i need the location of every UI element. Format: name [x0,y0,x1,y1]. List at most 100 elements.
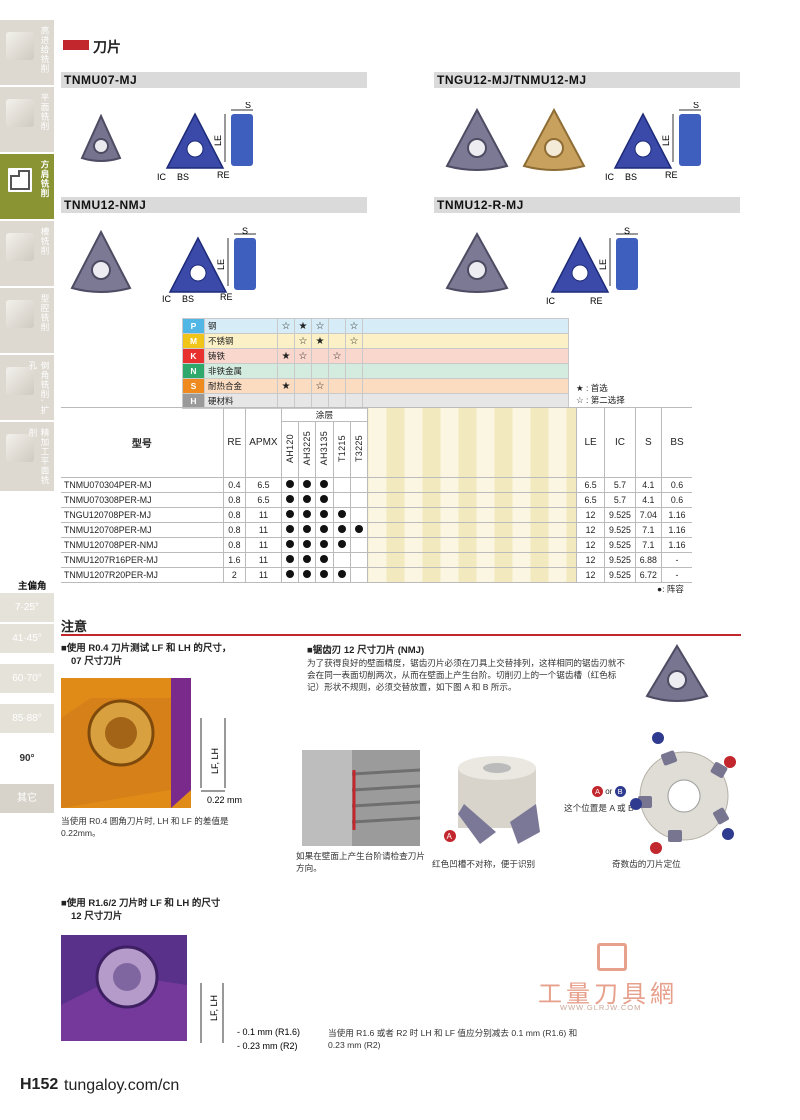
cell-le: 12 [575,537,606,553]
insert-photo-tnmu07 [80,114,122,162]
cell-le: 12 [575,567,606,583]
tab-thumb-icon [6,99,34,127]
badge-a: A [592,786,603,797]
material-code: P [182,318,205,334]
cell-spacer [367,492,577,508]
cutter-caption: 红色凹槽不对称，便于识别 [432,859,536,869]
tab-high-feed[interactable]: 高进给铣削 [0,20,54,86]
odd-teeth-figure [630,732,736,854]
r04-title: ■使用 R0.4 刀片测试 LF 和 LH 的尺寸， 07 尺寸刀片 [61,642,231,668]
grade-label: AH120 [284,433,295,464]
cell-model: TNMU070304PER-MJ [61,477,224,493]
r04-note: 当使用 R0.4 圆角刀片时, LH 和 LF 的差值是 0.22mm。 [61,816,229,838]
angle-60-70[interactable]: 60·70° [0,664,54,694]
product-title-tnmu07-mj: TNMU07-MJ [61,72,367,88]
header-model: 型号 [61,407,224,478]
cell-stock [332,492,351,508]
material-code: N [182,363,205,379]
dimension-diagram-tnmu12-nmj: S LE IC BS RE [162,226,256,304]
cell-stock [332,477,351,493]
cell-s: 4.1 [634,492,663,508]
stock-dot-icon [320,495,329,503]
header-s: S [634,407,663,478]
dimension-diagram-tnmu12-r: S LE IC RE [546,226,638,306]
material-code: S [182,378,205,394]
cell-bs: 0.6 [661,492,692,508]
wall-caption: 如果在壁面上产生台阶请检查刀片方向。 [296,851,425,873]
material-name: 钢 [204,318,278,334]
cell-spacer [367,507,577,523]
header-coating: 涂层 [280,407,369,422]
material-name: 耐热合金 [204,378,278,394]
stock-dot-icon [337,570,346,578]
cell-spacer [367,522,577,538]
cell-bs: 1.16 [661,507,692,523]
material-grade-mark [345,378,363,394]
cutter-a-badge: A [447,832,453,841]
stock-dot-icon [285,495,294,503]
notice-title: 注意 [61,619,88,634]
material-grade-mark [345,363,363,379]
tab-face-milling[interactable]: 平面铣削 [0,87,54,153]
dim-label-le: LE [213,135,223,146]
dimension-diagram-tngu12: S LE IC BS RE [605,102,701,182]
stock-dot-icon [320,525,329,533]
angle-90[interactable]: 90° [0,744,54,774]
dim-label-le: LE [661,135,671,146]
r04-lflh-label: LF, LH [210,748,220,774]
angle-85-88[interactable]: 85·88° [0,704,54,734]
tab-slot-milling[interactable]: 槽铣削 [0,221,54,287]
nmj-title: ■锯齿刃 12 尺寸刀片 (NMJ) [307,645,425,656]
angle-other[interactable]: 其它 [0,784,54,814]
dim-label-re: RE [665,170,678,180]
legend-second-choice: ☆ : 第二选择 [576,395,625,405]
cell-stock [315,567,334,583]
dim-label-re: RE [220,292,233,302]
angle-41-45[interactable]: 41·45° [0,624,54,654]
cell-stock [349,522,369,538]
tab-pocket-milling[interactable]: 型腔铣削 [0,288,54,354]
cell-s: 7.04 [634,507,663,523]
angle-7-25[interactable]: 7·25° [0,593,54,623]
cell-re: 0.8 [222,492,247,508]
material-grade-mark [311,348,329,364]
stock-dot-icon [285,540,294,548]
cell-bs: - [661,552,692,568]
cell-stock [332,507,351,523]
stock-dot-icon [303,510,312,518]
material-grade-mark: ★ [294,318,312,334]
tab-shoulder-milling[interactable]: 方肩铣削 [0,154,54,220]
header-grade: T3225 [349,421,369,478]
tab-chamfer-milling[interactable]: 倒角铣削, 扩孔 [0,355,54,421]
footer-site[interactable]: tungaloy.com/cn [64,1077,180,1094]
section-title-marker [63,40,89,50]
cell-s: 7.1 [634,537,663,553]
material-grade-mark: ★ [311,333,329,349]
r16-title-line2: 12 尺寸刀片 [71,911,123,922]
r04-dim-label: 0.22 mm [207,795,242,805]
tab-finish-face[interactable]: 精加工平面铣削 [0,422,54,492]
cell-stock [349,507,369,523]
material-code: M [182,333,205,349]
cell-stock [332,522,351,538]
legend-stock: ●: 阵容 [657,584,684,594]
dim-label-bs: BS [182,294,194,304]
dim-label-ic: IC [162,294,172,304]
stock-dot-icon [285,480,294,488]
cell-le: 12 [575,522,606,538]
material-grade-mark [345,348,363,364]
cell-re: 0.8 [222,507,247,523]
insert-photo-tngu12 [445,108,509,171]
cell-stock [280,477,300,493]
cell-stock [315,507,334,523]
cell-s: 6.88 [634,552,663,568]
r04-insert-figure: LF, LH 0.22 mm [61,678,242,808]
tab-label: 平面铣削 [40,93,50,131]
dim-label-ic: IC [157,172,167,182]
cell-stock [349,492,369,508]
tab-thumb-icon [6,233,34,261]
